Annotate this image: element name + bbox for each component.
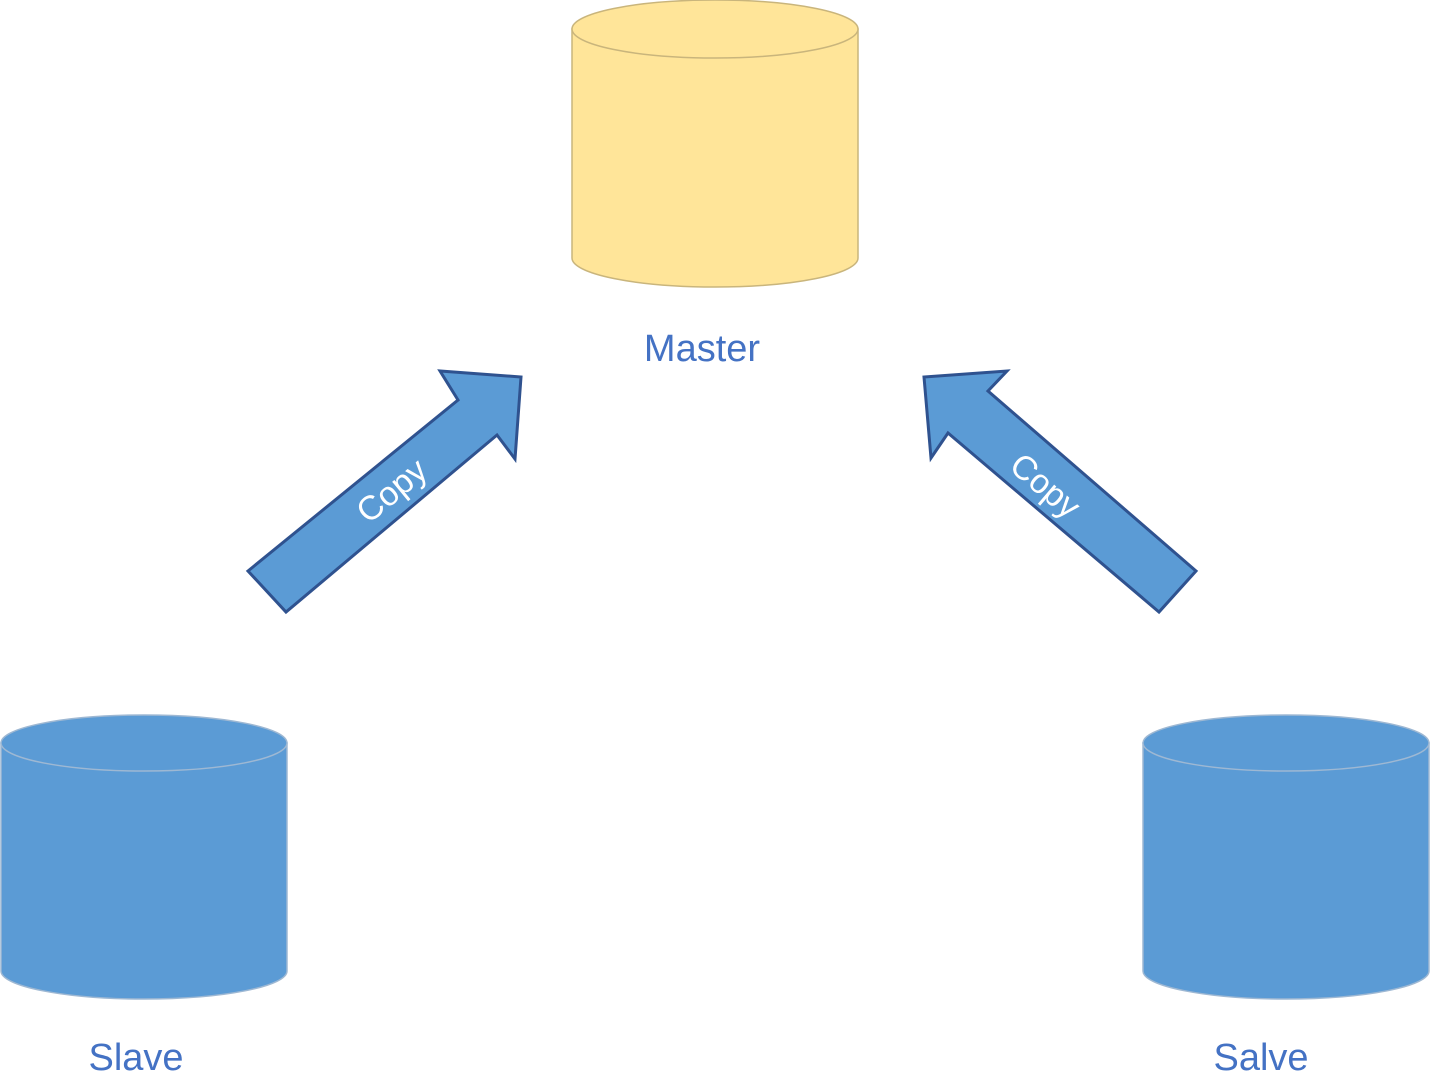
slave-left-database bbox=[0, 714, 288, 1000]
block-arrow-left-icon bbox=[245, 369, 523, 615]
copy-arrow-left: Copy bbox=[245, 369, 523, 615]
master-database bbox=[571, 0, 859, 288]
slave-left-label: Slave bbox=[88, 1037, 183, 1079]
copy-arrow-right: Copy bbox=[922, 369, 1199, 615]
slave-right-cylinder-top bbox=[1142, 714, 1430, 772]
slave-right-label: Salve bbox=[1213, 1037, 1308, 1079]
slave-right-cylinder-icon bbox=[1142, 742, 1430, 1000]
slave-right-database bbox=[1142, 714, 1430, 1000]
master-cylinder-top bbox=[571, 0, 859, 59]
block-arrow-right-icon bbox=[922, 369, 1199, 615]
slave-left-cylinder-icon bbox=[0, 742, 288, 1000]
master-cylinder-icon bbox=[571, 28, 859, 288]
master-label: Master bbox=[644, 328, 760, 370]
slave-left-cylinder-top bbox=[0, 714, 288, 772]
